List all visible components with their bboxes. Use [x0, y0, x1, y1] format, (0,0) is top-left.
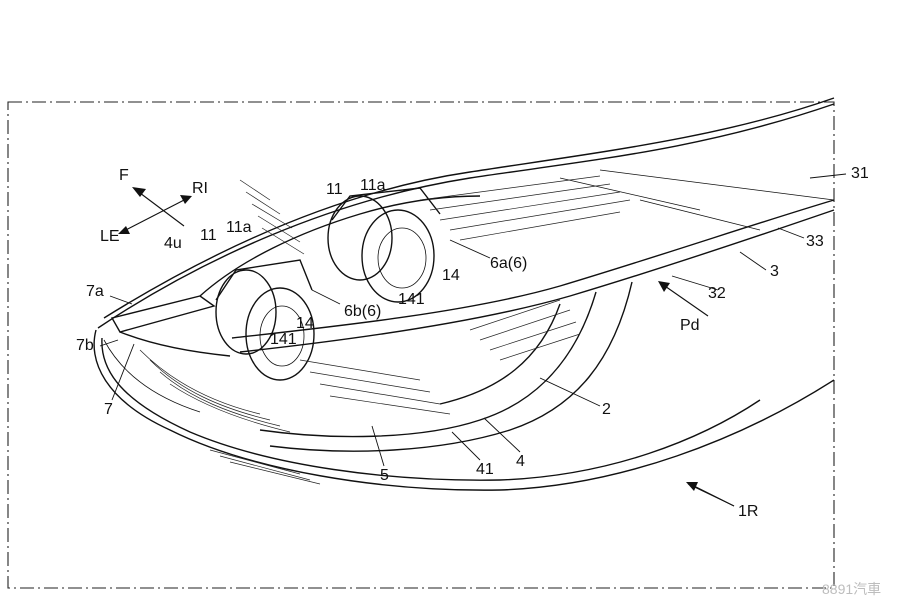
fan-right — [327, 187, 441, 303]
fan-left — [215, 259, 315, 381]
label-14-left: 14 — [296, 315, 314, 332]
inlet-lip — [103, 295, 231, 413]
label-right: RI — [192, 180, 208, 197]
label-41: 41 — [476, 461, 494, 478]
label-4: 4 — [516, 453, 525, 470]
label-11a-left: 11a — [226, 219, 252, 236]
pd-arrowhead — [658, 281, 670, 292]
label-6a: 6a(6) — [490, 255, 527, 272]
label-7: 7 — [104, 401, 113, 418]
1r-arrow — [689, 483, 735, 507]
direction-arrows — [118, 187, 192, 234]
label-7a: 7a — [86, 283, 104, 300]
label-14-right: 14 — [442, 267, 460, 284]
wing-lower-skin — [231, 169, 835, 353]
hatching — [139, 175, 631, 485]
label-2: 2 — [602, 401, 611, 418]
label-7b: 7b — [76, 337, 94, 354]
1r-arrowhead — [686, 482, 698, 491]
wing-upper-skin — [97, 97, 835, 329]
pylon-duct — [259, 281, 633, 452]
label-141-right: 141 — [398, 291, 425, 308]
label-32: 32 — [708, 285, 726, 302]
nacelle-outer — [93, 329, 835, 491]
label-11-left: 11 — [200, 227, 217, 244]
label-3: 3 — [770, 263, 779, 280]
label-6b: 6b(6) — [344, 303, 381, 320]
label-5: 5 — [380, 467, 389, 484]
label-33: 33 — [806, 233, 824, 250]
label-left: LE — [100, 228, 120, 245]
label-pd: Pd — [680, 317, 700, 334]
duct-upper-edge — [199, 195, 481, 297]
label-141-left: 141 — [270, 331, 297, 348]
label-11-right: 11 — [326, 181, 343, 198]
label-31: 31 — [851, 165, 869, 182]
label-11a-right: 11a — [360, 177, 386, 194]
label-1r: 1R — [738, 503, 758, 520]
pd-arrow — [661, 283, 709, 317]
watermark: 8891汽車 — [822, 581, 881, 597]
label-front: F — [119, 167, 129, 184]
label-4u: 4u — [164, 235, 182, 252]
frame-border — [7, 101, 835, 589]
